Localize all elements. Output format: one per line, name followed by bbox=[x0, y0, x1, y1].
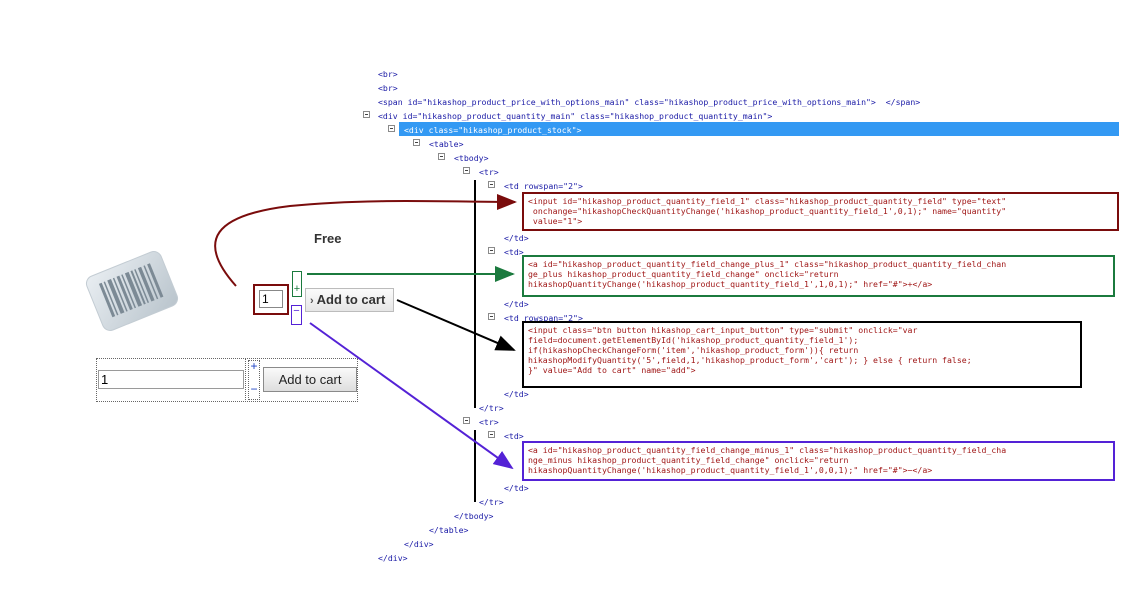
collapse-toggle-icon[interactable] bbox=[488, 431, 495, 438]
tree-node[interactable]: </table> bbox=[429, 525, 469, 535]
form-minus-button[interactable]: − bbox=[250, 382, 258, 396]
code-line: <a id="hikashop_product_quantity_field_c… bbox=[528, 445, 1007, 455]
tree-node[interactable]: <br> bbox=[378, 83, 398, 93]
tree-node-selected[interactable]: <div class="hikashop_product_stock"> bbox=[404, 125, 582, 135]
tree-node[interactable]: </tr> bbox=[479, 497, 504, 507]
quantity-input[interactable]: 1 bbox=[259, 290, 283, 308]
tree-node[interactable]: </td> bbox=[504, 389, 529, 399]
code-line: field=document.getElementById('hikashop_… bbox=[528, 335, 859, 345]
tree-guide-line bbox=[474, 430, 476, 502]
barcode-icon bbox=[85, 251, 179, 331]
code-line: hikashopModifyQuantity('5',field,1,'hika… bbox=[528, 355, 972, 365]
collapse-toggle-icon[interactable] bbox=[363, 111, 370, 118]
tree-node[interactable]: </tbody> bbox=[454, 511, 494, 521]
code-line: hikashopQuantityChange('hikashop_product… bbox=[528, 279, 933, 289]
code-line: onchange="hikashopCheckQuantityChange('h… bbox=[528, 206, 1007, 216]
collapse-toggle-icon[interactable] bbox=[488, 181, 495, 188]
quantity-field-code-box: <input id="hikashop_product_quantity_fie… bbox=[522, 192, 1119, 231]
collapse-toggle-icon[interactable] bbox=[463, 167, 470, 174]
tree-node[interactable]: </div> bbox=[404, 539, 434, 549]
code-line: nge_minus hikashop_product_quantity_fiel… bbox=[528, 455, 849, 465]
quantity-plus-button[interactable]: + bbox=[293, 283, 301, 295]
add-to-cart-button[interactable]: ›Add to cart bbox=[305, 288, 394, 312]
plus-link-highlight bbox=[292, 271, 302, 297]
collapse-toggle-icon[interactable] bbox=[413, 139, 420, 146]
minus-arrow bbox=[309, 322, 514, 470]
tree-node[interactable]: <td> bbox=[504, 431, 524, 441]
quantity-arrow bbox=[214, 193, 517, 287]
tree-node[interactable]: <td> bbox=[504, 247, 524, 257]
code-line: if(hikashopCheckChangeForm('item','hikas… bbox=[528, 345, 859, 355]
quantity-minus-button[interactable]: − bbox=[293, 305, 300, 317]
tree-node[interactable]: <tr> bbox=[479, 167, 499, 177]
collapse-toggle-icon[interactable] bbox=[463, 417, 470, 424]
collapse-toggle-icon[interactable] bbox=[438, 153, 445, 160]
form-plus-minus-cell bbox=[248, 360, 260, 400]
add-to-cart-arrow bbox=[396, 299, 516, 351]
tree-guide-line bbox=[474, 180, 476, 408]
form-quantity-input[interactable]: 1 bbox=[98, 370, 244, 389]
selected-node-highlight bbox=[399, 122, 1119, 136]
collapse-toggle-icon[interactable] bbox=[388, 125, 395, 132]
tree-node[interactable]: </td> bbox=[504, 233, 529, 243]
minus-link-highlight bbox=[291, 305, 302, 325]
tree-node[interactable]: <table> bbox=[429, 139, 464, 149]
collapse-toggle-icon[interactable] bbox=[488, 313, 495, 320]
tree-node[interactable]: <tbody> bbox=[454, 153, 489, 163]
code-line: ge_plus hikashop_product_quantity_field_… bbox=[528, 269, 839, 279]
product-barcode-image bbox=[80, 248, 184, 334]
tree-node[interactable]: <td rowspan="2"> bbox=[504, 313, 583, 323]
code-line: }" value="Add to cart" name="add"> bbox=[528, 365, 696, 375]
tree-node[interactable]: </div> bbox=[378, 553, 408, 563]
tree-node[interactable]: </tr> bbox=[479, 403, 504, 413]
chevron-right-icon: › bbox=[310, 295, 314, 307]
product-price-label: Free bbox=[314, 231, 342, 246]
tree-node[interactable]: <span id="hikashop_product_price_with_op… bbox=[378, 97, 921, 107]
code-line: hikashopQuantityChange('hikashop_product… bbox=[528, 465, 933, 475]
tree-node[interactable]: <br> bbox=[378, 69, 398, 79]
code-line: <input class="btn button hikashop_cart_i… bbox=[528, 325, 918, 335]
tree-node[interactable]: <td rowspan="2"> bbox=[504, 181, 583, 191]
form-add-to-cart-button[interactable]: Add to cart bbox=[263, 367, 357, 392]
add-to-cart-label: Add to cart bbox=[316, 292, 386, 307]
code-line: value="1"> bbox=[528, 216, 583, 226]
add-to-cart-code-box: <input class="btn button hikashop_cart_i… bbox=[522, 321, 1082, 388]
form-quantity-cell-outline bbox=[96, 358, 246, 402]
code-line: <input id="hikashop_product_quantity_fie… bbox=[528, 196, 1007, 206]
tree-node[interactable]: <div id="hikashop_product_quantity_main"… bbox=[378, 111, 773, 121]
tree-node[interactable]: </td> bbox=[504, 483, 529, 493]
tree-node[interactable]: <tr> bbox=[479, 417, 499, 427]
code-line: <a id="hikashop_product_quantity_field_c… bbox=[528, 259, 1007, 269]
form-plus-button[interactable]: + bbox=[250, 359, 258, 373]
plus-link-code-box: <a id="hikashop_product_quantity_field_c… bbox=[522, 255, 1115, 297]
minus-link-code-box: <a id="hikashop_product_quantity_field_c… bbox=[522, 441, 1115, 481]
tree-node[interactable]: </td> bbox=[504, 299, 529, 309]
collapse-toggle-icon[interactable] bbox=[488, 247, 495, 254]
